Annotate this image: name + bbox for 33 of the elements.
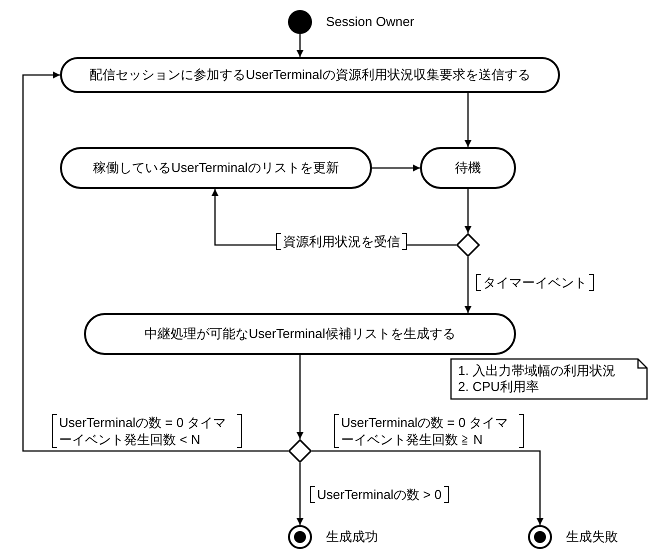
arrow: [464, 257, 472, 313]
arrow: [296, 463, 304, 525]
action-label: 待機: [455, 160, 481, 176]
node-caption: 生成失敗: [566, 529, 618, 545]
action-node: [420, 147, 516, 189]
action-node: [60, 147, 372, 189]
guard-label: 資源利用状況を受信: [276, 233, 407, 250]
action-label: 稼働しているUserTerminalのリストを更新: [93, 160, 339, 176]
action-node: [84, 313, 516, 355]
decision-diamond: [288, 439, 312, 463]
guard-label: タイマーイベント: [476, 274, 594, 291]
note-box: [450, 358, 648, 400]
node-caption: Session Owner: [326, 14, 414, 30]
arrow: [464, 93, 472, 147]
arrow: [296, 355, 304, 439]
guard-label: UserTerminalの数 = 0 タイマーイベント発生回数 < N: [52, 414, 242, 448]
arrow: [312, 450, 544, 525]
final-node: [528, 525, 552, 549]
decision-diamond: [456, 233, 480, 257]
initial-node: [288, 10, 312, 34]
arrow: [22, 72, 288, 452]
node-caption: 生成成功: [326, 529, 378, 545]
action-label: 配信セッションに参加するUserTerminalの資源利用状況収集要求を送信する: [90, 67, 530, 83]
arrow: [372, 164, 420, 172]
note-text: 1. 入出力帯域幅の利用状況: [458, 363, 616, 379]
arrow: [464, 189, 472, 233]
arrow: [296, 34, 304, 57]
guard-label: UserTerminalの数 > 0: [310, 486, 449, 503]
action-label: 中継処理が可能なUserTerminal候補リストを生成する: [144, 326, 456, 342]
guard-label: UserTerminalの数 = 0 タイマーイベント発生回数 ≧ N: [334, 414, 524, 448]
final-node: [288, 525, 312, 549]
note-text: 2. CPU利用率: [458, 379, 540, 395]
action-node: [60, 57, 560, 93]
